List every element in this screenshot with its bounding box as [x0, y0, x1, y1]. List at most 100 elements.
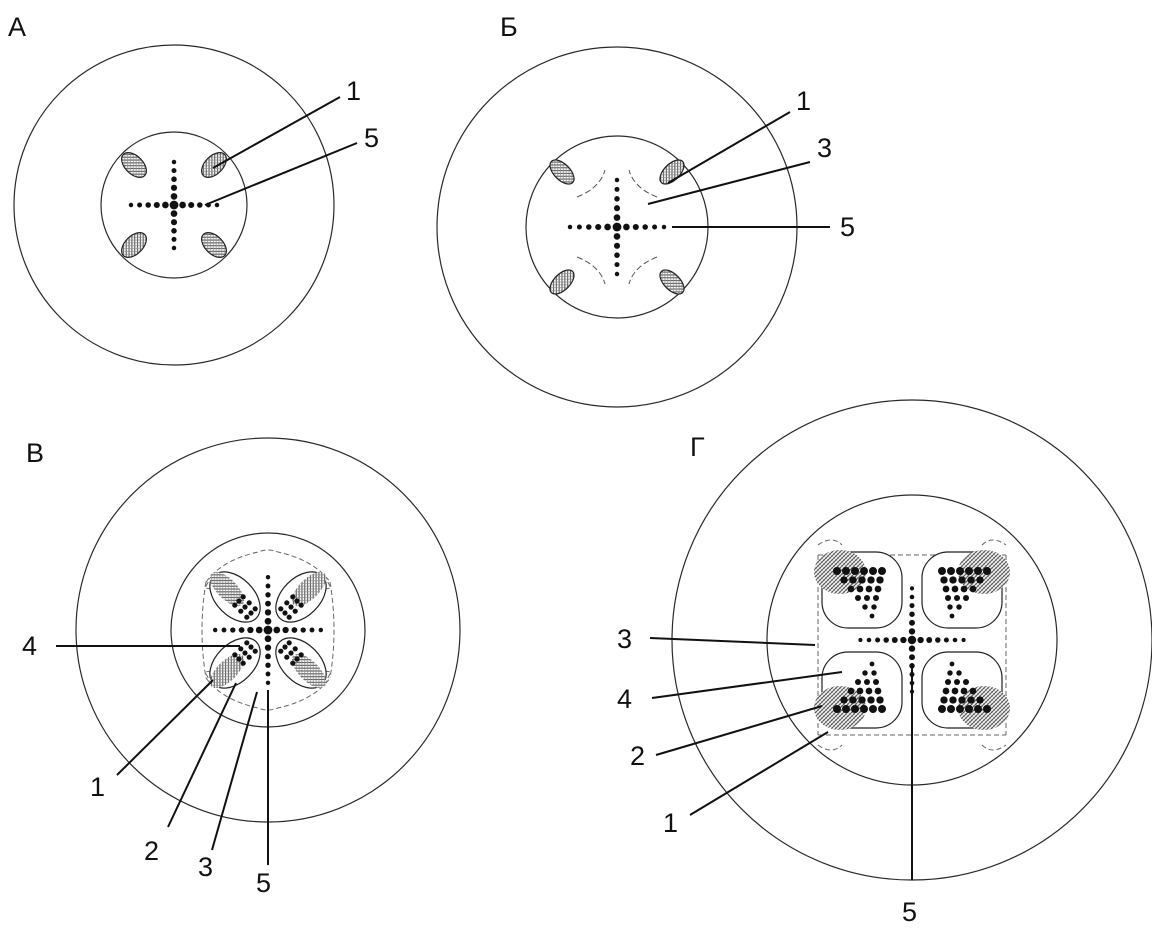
xylem-dot: [969, 585, 977, 593]
label-v-5: 5: [256, 868, 271, 898]
xylem-dot: [947, 567, 955, 575]
cross-dot: [632, 223, 639, 231]
xylem-dot: [854, 594, 862, 602]
cross-dot: [247, 626, 254, 634]
xylem-dot: [290, 660, 296, 666]
xylem-dot: [252, 606, 258, 612]
cross-dot: [900, 636, 907, 644]
panel-letter-v: В: [26, 438, 44, 468]
cross-dot: [917, 636, 924, 644]
label-g-5: 5: [902, 897, 917, 927]
xylem-dot: [232, 602, 238, 608]
xylem-dot: [974, 705, 982, 713]
cross-dot: [909, 663, 915, 669]
xylem-dot: [248, 610, 254, 616]
cross-dot: [264, 644, 272, 651]
xylem-dot: [872, 594, 880, 602]
xylem-dot: [862, 604, 868, 610]
vascular-bundle: [659, 269, 685, 295]
xylem-dot: [874, 585, 882, 593]
xylem-dot: [236, 598, 242, 604]
inner-circle-a: [100, 131, 248, 279]
xylem-dot: [876, 576, 884, 584]
cross-dot: [214, 202, 220, 208]
cross-dot: [265, 662, 271, 668]
cross-dot: [273, 626, 281, 634]
xylem-dot: [284, 654, 290, 660]
cross-dot: [612, 222, 622, 232]
xylem-dot: [863, 594, 871, 602]
cross-dot: [875, 637, 881, 643]
cross-dot: [238, 627, 245, 633]
leader-line-g-1: [689, 731, 829, 816]
xylem-dot: [951, 687, 959, 695]
cross-dot: [197, 202, 203, 208]
xylem-dot: [833, 567, 841, 575]
xylem-dot: [246, 654, 252, 660]
label-v-1: 1: [90, 772, 105, 802]
panel-b: Б 1 3 5: [436, 12, 855, 408]
cross-dot: [586, 224, 592, 230]
leader-line-v-1: [116, 679, 214, 776]
cross-dot: [642, 224, 648, 230]
xylem-dot: [983, 567, 991, 575]
panel-letter-b: Б: [500, 12, 518, 42]
cross-dot: [935, 637, 941, 643]
xylem-dot: [944, 678, 952, 686]
label-b-1: 1: [796, 86, 811, 116]
xylem-dot: [240, 594, 246, 600]
xylem-dot: [860, 705, 868, 713]
xylem-dot: [949, 576, 957, 584]
xylem-dot: [872, 678, 880, 686]
cross-dot: [170, 184, 178, 191]
cross-dot: [576, 224, 582, 230]
cross-dot: [300, 627, 306, 633]
label-v-4: 4: [22, 631, 37, 661]
vascular-bundle: [201, 152, 227, 178]
cross-dot: [614, 252, 620, 258]
xylem-dot: [244, 614, 250, 620]
cross-dots-g: [858, 586, 966, 694]
cross-dot: [265, 653, 271, 660]
label-b-5: 5: [840, 212, 855, 242]
xylem-dot: [965, 705, 973, 713]
xylem-dot: [869, 567, 877, 575]
cross-dot: [614, 177, 620, 183]
xylem-dot: [847, 585, 855, 593]
leader-line-b-1: [667, 111, 791, 184]
arc-gaps-b: [576, 169, 658, 285]
xylem-dot: [854, 678, 862, 686]
cross-dot: [170, 219, 178, 226]
cross-dot: [595, 223, 602, 231]
xylem-dot: [278, 606, 284, 612]
xylem-dot: [938, 705, 946, 713]
cross-dot: [858, 637, 863, 643]
cross-dot: [265, 592, 271, 598]
xylem-dot: [858, 696, 866, 704]
xylem-dot: [876, 696, 884, 704]
xylem-dot: [238, 608, 244, 614]
xylem-dot: [232, 652, 238, 658]
xylem-dot: [874, 687, 882, 695]
label-g-3: 3: [617, 624, 632, 654]
cross-dot: [613, 233, 621, 240]
vascular-bundle: [121, 152, 147, 178]
panel-letter-a: А: [8, 12, 26, 42]
cross-dots-a: [128, 159, 220, 251]
xylem-dot: [242, 604, 248, 610]
cross-dot: [613, 242, 621, 249]
xylem-dot: [958, 696, 966, 704]
xylem-dot: [865, 585, 873, 593]
cross-dot: [623, 223, 630, 231]
xylem-dot: [248, 644, 254, 650]
xylem-dot: [298, 652, 304, 658]
cross-dot: [907, 635, 917, 645]
xylem-dot: [856, 585, 864, 593]
cross-dot: [170, 210, 178, 217]
leader-line-g-3: [649, 637, 816, 646]
xylem-dot: [958, 576, 966, 584]
xylem-dot: [849, 576, 857, 584]
xylem-dot: [278, 648, 284, 654]
label-g-2: 2: [630, 741, 645, 771]
xylem-dot: [840, 696, 848, 704]
